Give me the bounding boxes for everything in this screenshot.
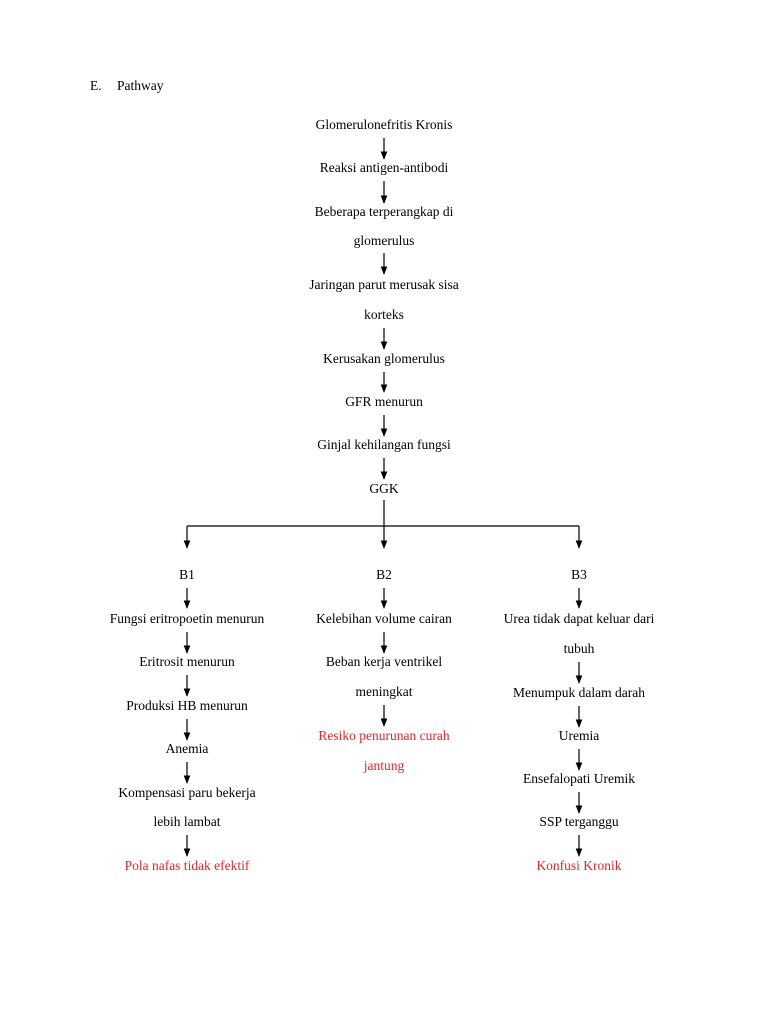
node-kerusakan-glomerulus: Kerusakan glomerulus: [323, 351, 445, 366]
node-reaksi-antigen: Reaksi antigen-antibodi: [319, 160, 449, 175]
section-letter: E.: [90, 78, 102, 93]
b1-diagnosis: Pola nafas tidak efektif: [124, 858, 250, 873]
node-terperangkap-line1: Beberapa terperangkap di: [314, 204, 454, 219]
b3-ensefalopati: Ensefalopati Uremik: [522, 771, 636, 786]
b1-fungsi-eritropoetin: Fungsi eritropoetin menurun: [109, 611, 265, 626]
b2-kelebihan-volume: Kelebihan volume cairan: [316, 611, 452, 626]
branch-b2-label: B2: [376, 567, 392, 582]
node-ggk: GGK: [369, 481, 399, 496]
node-terperangkap-line2: glomerulus: [353, 233, 415, 248]
b3-urea-line1: Urea tidak dapat keluar dari: [503, 611, 655, 626]
branch-b3-label: B3: [571, 567, 587, 582]
node-jaringan-parut-line2: korteks: [364, 307, 404, 322]
node-ginjal-kehilangan: Ginjal kehilangan fungsi: [317, 437, 451, 452]
b3-urea-line2: tubuh: [563, 641, 595, 656]
b1-eritrosit-menurun: Eritrosit menurun: [139, 654, 235, 669]
node-gfr-menurun: GFR menurun: [345, 394, 423, 409]
b2-beban-kerja-line2: meningkat: [355, 684, 413, 699]
b2-diagnosis-line1: Resiko penurunan curah: [318, 728, 450, 743]
b1-kompensasi-line1: Kompensasi paru bekerja: [118, 785, 256, 800]
node-glomerulonefritis: Glomerulonefritis Kronis: [315, 117, 453, 132]
b3-menumpuk-darah: Menumpuk dalam darah: [513, 685, 645, 700]
branch-b1-label: B1: [179, 567, 195, 582]
b3-uremia: Uremia: [558, 728, 600, 743]
b1-kompensasi-line2: lebih lambat: [153, 814, 221, 829]
b2-diagnosis-line2: jantung: [363, 758, 405, 773]
section-title: Pathway: [117, 78, 164, 93]
section-heading: E. Pathway: [90, 78, 164, 94]
node-jaringan-parut-line1: Jaringan parut merusak sisa: [309, 277, 459, 292]
b1-produksi-hb: Produksi HB menurun: [126, 698, 248, 713]
b2-beban-kerja-line1: Beban kerja ventrikel: [325, 654, 443, 669]
b3-ssp-terganggu: SSP terganggu: [539, 814, 619, 829]
b1-anemia: Anemia: [165, 741, 209, 756]
b3-diagnosis: Konfusi Kronik: [536, 858, 622, 873]
